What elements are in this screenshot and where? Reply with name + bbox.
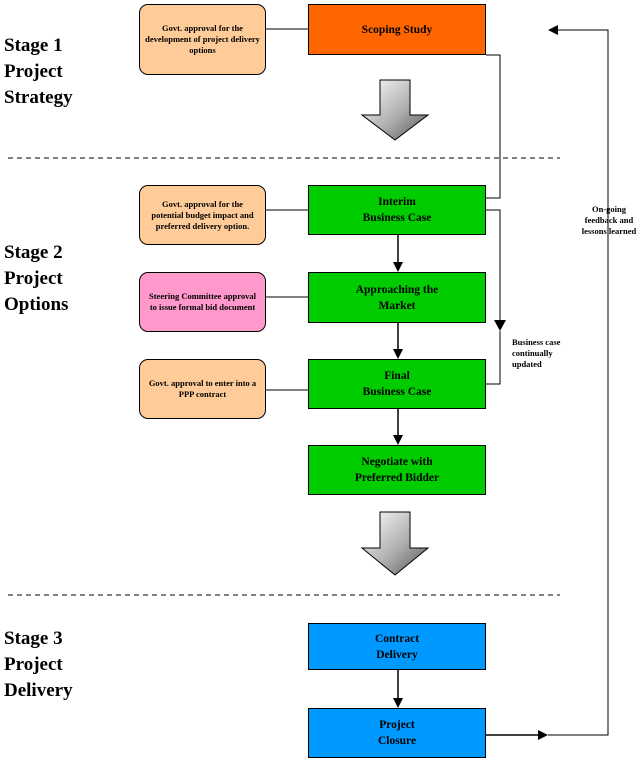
stage-word: Project (4, 654, 63, 675)
note-text: Steering Committee approval to issue for… (148, 291, 257, 312)
stage-title: Delivery (4, 680, 73, 701)
stage-title: Options (4, 294, 69, 315)
note-text: Govt. approval for the potential budget … (151, 198, 254, 231)
feedback-arrowhead (548, 25, 558, 35)
business-case-update-line (486, 209, 501, 322)
flow-arrow (393, 409, 403, 445)
feedback-line (548, 29, 609, 736)
stage-word: Project (4, 268, 63, 289)
feedback-arrowhead (538, 730, 548, 740)
negotiate-bidder-box: Negotiate with Preferred Bidder (308, 445, 486, 495)
business-case-update-arrowhead (494, 320, 506, 331)
business-case-updated-label: Business case continually updated (512, 337, 561, 369)
flow-arrow (393, 323, 403, 359)
stage-word: Project (4, 61, 63, 82)
steering-committee-note: Steering Committee approval to issue for… (139, 272, 266, 332)
scoping-to-interim-line (486, 54, 501, 199)
stage-number: Stage 3 (4, 628, 63, 649)
project-closure-box: Project Closure (308, 708, 486, 758)
stage-label: Stage 1 Project Strategy (4, 33, 73, 111)
approval-note: Govt. approval for the potential budget … (139, 185, 266, 245)
box-label: Interim Business Case (362, 196, 432, 224)
stage-title: Strategy (4, 87, 73, 108)
interim-business-case-box: Interim Business Case (308, 185, 486, 235)
box-label: Final Business Case (362, 370, 432, 398)
stage-transition-arrow (360, 511, 430, 576)
box-label: Negotiate with Preferred Bidder (354, 456, 440, 484)
stage-label: Stage 3 Project Delivery (4, 626, 73, 704)
note-text: Govt. approval for the development of pr… (145, 23, 260, 55)
box-label: Contract Delivery (374, 632, 420, 661)
flow-arrow (393, 670, 403, 708)
box-label: Project Closure (377, 719, 417, 747)
approval-note: Govt. approval to enter into a PPP contr… (139, 359, 266, 419)
flow-arrow (393, 235, 403, 272)
feedback-label: On-going feedback and lessons learned (581, 204, 637, 236)
final-business-case-box: Final Business Case (308, 359, 486, 409)
scoping-study-box: Scoping Study (308, 4, 486, 55)
note-text: Govt. approval to enter into a PPP contr… (148, 378, 257, 399)
stage-number: Stage 1 (4, 35, 63, 56)
box-label: Approaching the Market (355, 283, 439, 312)
stage-label: Stage 2 Project Options (4, 240, 68, 318)
business-case-update-return (486, 331, 501, 385)
approval-note: Govt. approval for the development of pr… (139, 4, 266, 75)
contract-delivery-box: Contract Delivery (308, 623, 486, 670)
stage-number: Stage 2 (4, 242, 63, 263)
box-label: Scoping Study (361, 23, 433, 36)
approaching-market-box: Approaching the Market (308, 272, 486, 323)
stage-transition-arrow (360, 79, 430, 141)
